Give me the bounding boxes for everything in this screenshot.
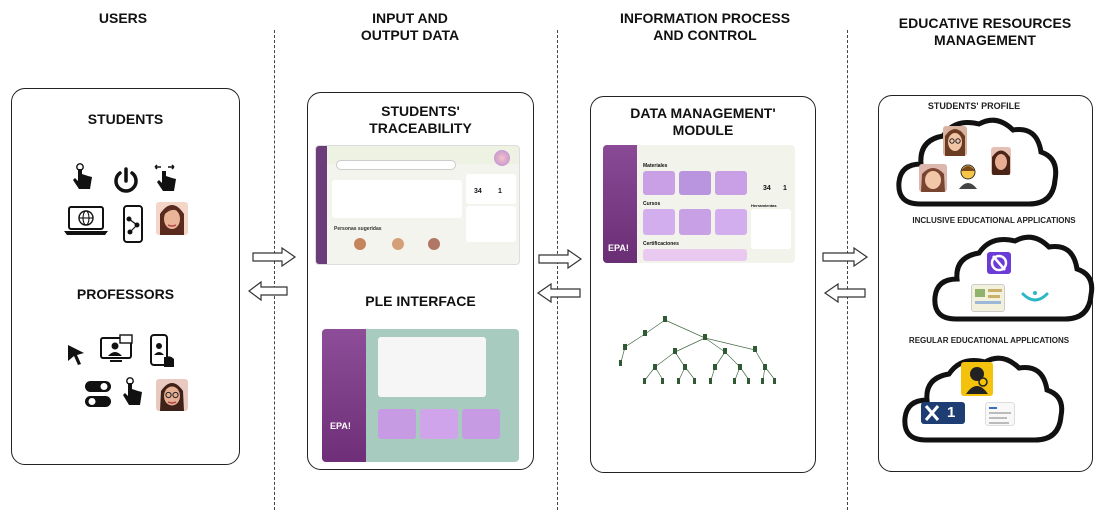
ple-recommend-3 bbox=[462, 409, 500, 439]
ts-header bbox=[327, 146, 519, 164]
column-title-input-output: INPUT AND OUTPUT DATA bbox=[360, 10, 460, 43]
phone-user-icon bbox=[150, 334, 174, 367]
inclusive-apps-label: INCLUSIVE EDUCATIONAL APPLICATIONS bbox=[912, 216, 1076, 225]
student-avatar-icon bbox=[156, 202, 188, 235]
users-panel: STUDENTS PROFESSORS bbox=[11, 88, 240, 465]
dm-stat-b: 1 bbox=[783, 185, 787, 192]
dm-cursos-label: Cursos bbox=[643, 201, 661, 207]
decision-tree-graphic bbox=[619, 316, 776, 384]
ple-screenshot: EPA! bbox=[322, 329, 519, 462]
video-teacher-icon bbox=[100, 334, 133, 362]
arrow-left-3 bbox=[823, 282, 866, 304]
dm-course-1 bbox=[643, 209, 675, 235]
profile-cloud bbox=[896, 117, 1059, 207]
arrow-right-3 bbox=[822, 246, 869, 268]
inclusive-app-logo-2-icon bbox=[1021, 291, 1049, 302]
inclusive-cloud bbox=[932, 234, 1095, 322]
ts-suggested-label: Personas sugeridas bbox=[334, 226, 382, 232]
process-panel: DATA MANAGEMENT' MODULE EPA! Materiales … bbox=[590, 96, 816, 473]
dm-cert-row bbox=[643, 249, 747, 261]
ple-recommend-2 bbox=[420, 409, 458, 439]
arrow-left-2 bbox=[536, 282, 581, 304]
separator-3 bbox=[847, 30, 848, 510]
regular-app-number: 1 bbox=[947, 404, 956, 421]
profile-avatar-1-icon bbox=[943, 126, 967, 156]
ts-person-1 bbox=[354, 238, 366, 250]
toggle-icon bbox=[85, 381, 111, 407]
data-management-heading: DATA MANAGEMENT' MODULE bbox=[630, 105, 776, 138]
dm-stat-a: 34 bbox=[763, 185, 771, 192]
touch-icon bbox=[73, 163, 92, 189]
profile-avatar-4-icon bbox=[959, 164, 977, 189]
regular-apps-label: REGULAR EDUCATIONAL APPLICATIONS bbox=[908, 336, 1070, 345]
ts-side-list bbox=[466, 206, 516, 242]
dm-card-2 bbox=[679, 171, 711, 195]
ts-post-card bbox=[332, 180, 462, 218]
ts-search bbox=[336, 160, 456, 170]
ple-logo: EPA! bbox=[330, 421, 351, 431]
ts-right-card bbox=[466, 174, 516, 204]
ple-heading: PLE INTERFACE bbox=[365, 293, 476, 309]
ts-person-2 bbox=[392, 238, 404, 250]
dm-course-3 bbox=[715, 209, 747, 235]
ts-person-3 bbox=[428, 238, 440, 250]
ts-avatar bbox=[494, 150, 510, 166]
students-profile-label: STUDENTS' PROFILE bbox=[927, 101, 1021, 111]
data-management-screenshot: EPA! Materiales 34 1 Cursos Herramientas… bbox=[603, 145, 795, 263]
column-title-resources: EDUCATIVE RESOURCES MANAGEMENT bbox=[898, 15, 1072, 48]
laptop-globe-icon bbox=[64, 206, 108, 235]
profile-avatar-2-icon bbox=[991, 147, 1011, 175]
professor-avatar-icon bbox=[156, 379, 188, 411]
cursor-icon bbox=[68, 345, 84, 365]
ple-recommend-1 bbox=[378, 409, 416, 439]
dm-materiales-label: Materiales bbox=[643, 163, 668, 169]
power-icon bbox=[114, 167, 138, 193]
ple-sidebar bbox=[322, 329, 366, 462]
regular-app-logo-2-icon: 1 bbox=[921, 402, 965, 424]
swipe-icon bbox=[154, 164, 176, 191]
professors-heading: PROFESSORS bbox=[76, 286, 175, 302]
arrow-left-1 bbox=[248, 280, 288, 302]
regular-app-logo-1-icon bbox=[961, 362, 993, 396]
ts-stat-b: 1 bbox=[498, 188, 502, 195]
dm-tool-list bbox=[751, 209, 791, 249]
dm-course-2 bbox=[679, 209, 711, 235]
resources-panel: STUDENTS' PROFILE INCLUSIVE EDUCATIONAL … bbox=[878, 95, 1095, 472]
inclusive-app-logo-1-icon bbox=[987, 252, 1011, 274]
traceability-heading: STUDENTS' TRACEABILITY bbox=[369, 103, 472, 136]
dm-herramientas-label: Herramientas bbox=[751, 203, 777, 208]
dm-certificaciones-label: Certificaciones bbox=[643, 241, 679, 247]
arrow-right-1 bbox=[252, 246, 297, 268]
ts-sidebar bbox=[316, 146, 327, 264]
regular-app-screenshot-icon bbox=[985, 402, 1015, 426]
column-title-users: USERS bbox=[98, 10, 148, 26]
dm-card-3 bbox=[715, 171, 747, 195]
traceability-screenshot: 34 1 Personas sugeridas bbox=[315, 145, 520, 265]
touch-icon-2 bbox=[123, 377, 142, 405]
dm-card-1 bbox=[643, 171, 675, 195]
input-output-panel: STUDENTS' TRACEABILITY 34 1 Personas sug… bbox=[307, 92, 534, 470]
ple-list-card bbox=[378, 337, 486, 397]
inclusive-app-screenshot-icon bbox=[971, 284, 1005, 312]
dm-sidebar bbox=[603, 145, 637, 263]
column-title-process-control: INFORMATION PROCESS AND CONTROL bbox=[619, 10, 791, 43]
dm-logo: EPA! bbox=[608, 243, 629, 253]
phone-share-icon bbox=[123, 205, 143, 243]
arrow-right-2 bbox=[538, 248, 583, 270]
profile-avatar-3-icon bbox=[919, 164, 947, 192]
students-heading: STUDENTS bbox=[87, 111, 164, 127]
separator-1 bbox=[274, 30, 275, 510]
ts-stat-a: 34 bbox=[474, 188, 482, 195]
separator-2 bbox=[557, 30, 558, 510]
